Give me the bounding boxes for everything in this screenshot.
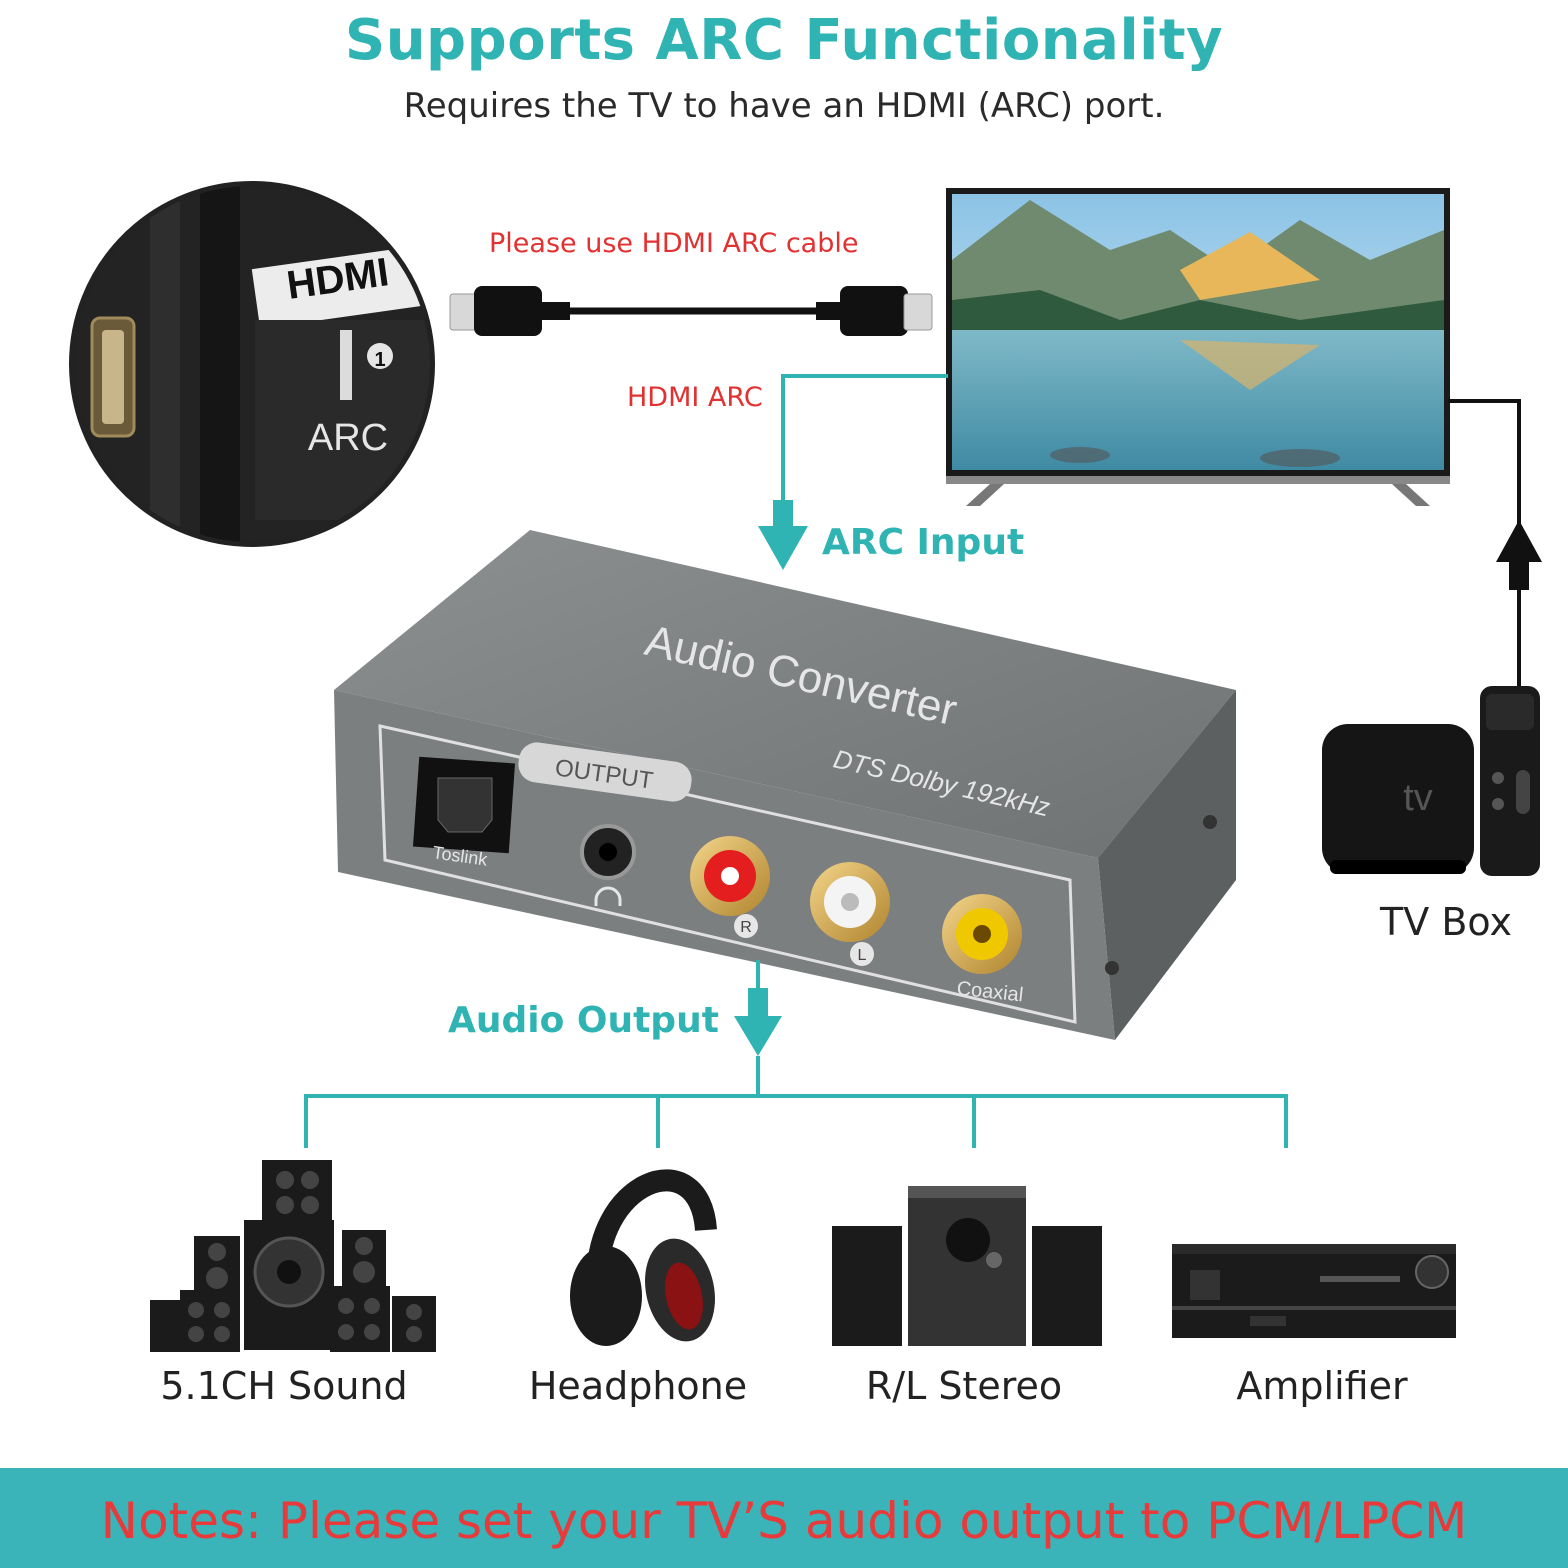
tv-illustration	[946, 188, 1450, 506]
audio-converter-device	[334, 530, 1236, 1040]
hdmi-port-closeup	[69, 181, 435, 547]
audio-output-tree	[304, 960, 1288, 1148]
notes-bar	[0, 1468, 1568, 1568]
hdmi-arc-connection-label: HDMI ARC	[627, 382, 763, 413]
audio-output-label: Audio Output	[448, 1000, 719, 1041]
hdmi-cable	[449, 286, 933, 336]
cable-note: Please use HDMI ARC cable	[489, 228, 859, 259]
headphone-jack-icon	[594, 886, 622, 906]
tvbox-connection-line	[1448, 399, 1542, 690]
device-label-stereo: R/L Stereo	[865, 1364, 1063, 1408]
page-title: Supports ARC Functionality	[344, 8, 1224, 73]
device-label-amplifier: Amplifier	[1236, 1364, 1408, 1408]
rca-right-label: R	[740, 919, 752, 936]
tv-box-icon	[1322, 724, 1474, 874]
rca-left-label: L	[858, 947, 867, 964]
notes-text: Notes: Please set your TV’S audio output…	[100, 1492, 1468, 1550]
arc-input-label: ARC Input	[822, 522, 1025, 563]
arc-port-label: ARC	[308, 417, 388, 459]
device-label-headphone: Headphone	[528, 1364, 748, 1408]
arc-connection-line	[758, 374, 948, 570]
tv-box-logo: tv	[1403, 777, 1433, 819]
tv-box-label: TV Box	[1380, 900, 1512, 944]
port-number: 1	[374, 349, 385, 371]
page-subtitle: Requires the TV to have an HDMI (ARC) po…	[403, 86, 1165, 126]
device-label-surround: 5.1CH Sound	[160, 1364, 408, 1408]
surround-speakers-icon	[150, 1160, 436, 1352]
remote-control-icon	[1480, 686, 1540, 876]
headphone-icon	[570, 1169, 717, 1346]
stereo-speakers-icon	[832, 1186, 1102, 1346]
amplifier-icon	[1172, 1244, 1456, 1338]
